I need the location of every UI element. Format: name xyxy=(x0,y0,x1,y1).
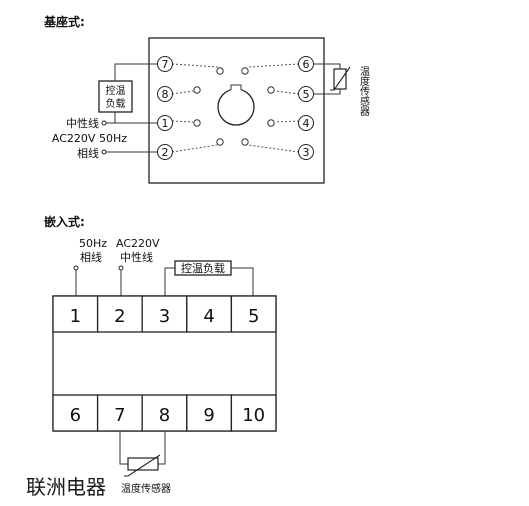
svg-text:4: 4 xyxy=(303,117,310,130)
svg-text:8: 8 xyxy=(162,88,169,101)
base-section-title: 基座式: xyxy=(43,14,85,29)
embedded-top-terminal-row xyxy=(52,295,277,333)
base-thermistor-symbol xyxy=(330,66,351,91)
base-neutral-terminal xyxy=(101,120,107,126)
embedded-top-wires xyxy=(75,267,254,296)
svg-text:2: 2 xyxy=(162,146,169,159)
base-pin-8: 8 xyxy=(157,86,173,102)
embedded-bottom-terminal-row xyxy=(52,394,277,432)
base-pin-3: 3 xyxy=(298,144,314,160)
base-neutral-label: 中性线 xyxy=(66,116,99,130)
embedded-terminal-4: 4 xyxy=(203,306,214,327)
embedded-load-label: 控温负载 xyxy=(181,261,225,275)
base-pin-1: 1 xyxy=(157,115,173,131)
base-load-label-line1: 控温 xyxy=(106,84,126,97)
embedded-thermistor-symbol xyxy=(124,454,161,477)
base-load-label-line2: 负载 xyxy=(106,97,126,110)
embedded-terminal-1: 1 xyxy=(70,306,81,327)
embedded-terminal-9: 9 xyxy=(203,405,214,426)
svg-text:7: 7 xyxy=(162,58,169,71)
svg-text:1: 1 xyxy=(162,117,169,130)
embedded-terminal-6: 6 xyxy=(70,405,81,426)
base-sensor-label: 温度传感器 xyxy=(358,66,370,117)
embedded-terminal-2: 2 xyxy=(114,306,125,327)
embedded-sensor-label: 温度传感器 xyxy=(121,482,171,495)
base-socket-holes xyxy=(193,67,275,146)
embedded-terminal-3: 3 xyxy=(159,306,170,327)
embedded-section-title: 嵌入式: xyxy=(44,214,85,229)
embedded-terminal-10: 10 xyxy=(242,405,265,426)
base-supply-label: AC220V 50Hz xyxy=(52,132,127,145)
embedded-neutral-label: 中性线 xyxy=(120,250,153,264)
base-phase-terminal xyxy=(101,149,107,155)
base-pin-2: 2 xyxy=(157,144,173,160)
embedded-terminal-7: 7 xyxy=(114,405,125,426)
watermark-text: 联洲电器 xyxy=(26,475,106,499)
embedded-freq-label: 50Hz xyxy=(79,237,107,250)
svg-text:3: 3 xyxy=(303,146,310,159)
base-load-box xyxy=(98,80,133,113)
embedded-terminal-8: 8 xyxy=(159,405,170,426)
base-dashed-leads xyxy=(171,63,300,153)
embedded-phase-terminal xyxy=(73,265,79,271)
embedded-bottom-wires xyxy=(119,431,166,465)
embedded-phase-label: 相线 xyxy=(80,250,102,264)
embedded-voltage-label: AC220V xyxy=(116,237,160,250)
base-pin-7: 7 xyxy=(157,56,173,72)
embedded-terminal-5: 5 xyxy=(248,306,259,327)
svg-text:6: 6 xyxy=(303,58,310,71)
base-phase-label: 相线 xyxy=(77,146,99,160)
base-pin-6: 6 xyxy=(298,56,314,72)
base-pin-4: 4 xyxy=(298,115,314,131)
embedded-neutral-terminal xyxy=(118,265,124,271)
base-pin-5: 5 xyxy=(298,86,314,102)
svg-text:5: 5 xyxy=(303,88,310,101)
base-socket-center-key xyxy=(217,88,255,126)
